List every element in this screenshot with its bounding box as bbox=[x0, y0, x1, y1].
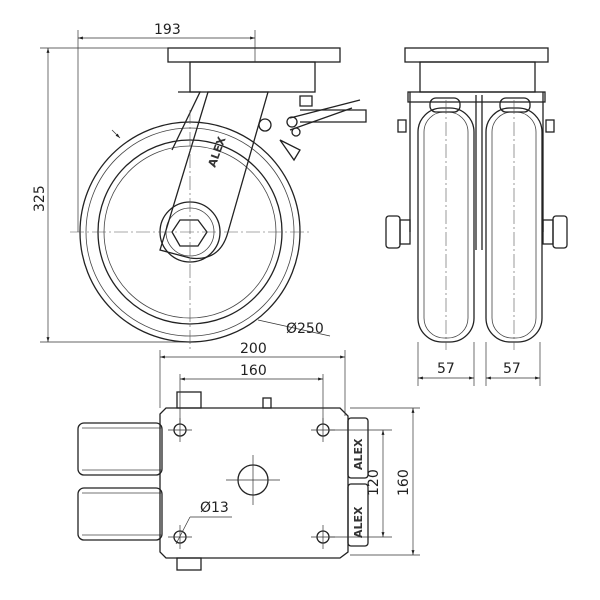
alex-pad-top bbox=[347, 417, 369, 479]
dim-plate-width: 160 bbox=[396, 469, 412, 496]
dim-wheel-width-right: 57 bbox=[503, 361, 521, 377]
swivel-housing bbox=[189, 61, 316, 93]
wheel-bottom-left bbox=[77, 487, 163, 541]
side-view: ALEX 193 325 Ø250 bbox=[32, 22, 367, 350]
axle-nut-right bbox=[552, 215, 568, 249]
axle-nut-left bbox=[385, 215, 401, 249]
mounting-plate bbox=[159, 407, 349, 559]
bottom-view: ALEX ALEX 200 160 120 160 Ø13 bbox=[77, 341, 420, 571]
wheel-top-left bbox=[77, 422, 163, 476]
brake-nut bbox=[176, 391, 202, 409]
dim-wheel-diameter: Ø250 bbox=[286, 321, 324, 337]
brake-bolt bbox=[258, 118, 272, 132]
front-view: 57 57 bbox=[385, 47, 568, 386]
alex-pad-bottom bbox=[347, 483, 369, 547]
top-plate bbox=[167, 47, 341, 63]
bolt-holes bbox=[168, 418, 335, 549]
fork-logo: ALEX bbox=[206, 134, 229, 169]
dim-hole-spacing-length: 160 bbox=[240, 363, 267, 379]
dim-height: 325 bbox=[32, 185, 48, 212]
axle-nut bbox=[171, 219, 208, 247]
dim-hole-spacing-width: 120 bbox=[366, 469, 382, 496]
dim-bolt-hole-diameter: Ø13 bbox=[200, 500, 229, 516]
dim-offset: 193 bbox=[154, 22, 181, 38]
dim-wheel-width-left: 57 bbox=[437, 361, 455, 377]
dim-plate-length: 200 bbox=[240, 341, 267, 357]
pad-logo-top: ALEX bbox=[352, 438, 365, 470]
brake-lever bbox=[279, 95, 367, 162]
pad-logo-bottom: ALEX bbox=[352, 506, 365, 538]
